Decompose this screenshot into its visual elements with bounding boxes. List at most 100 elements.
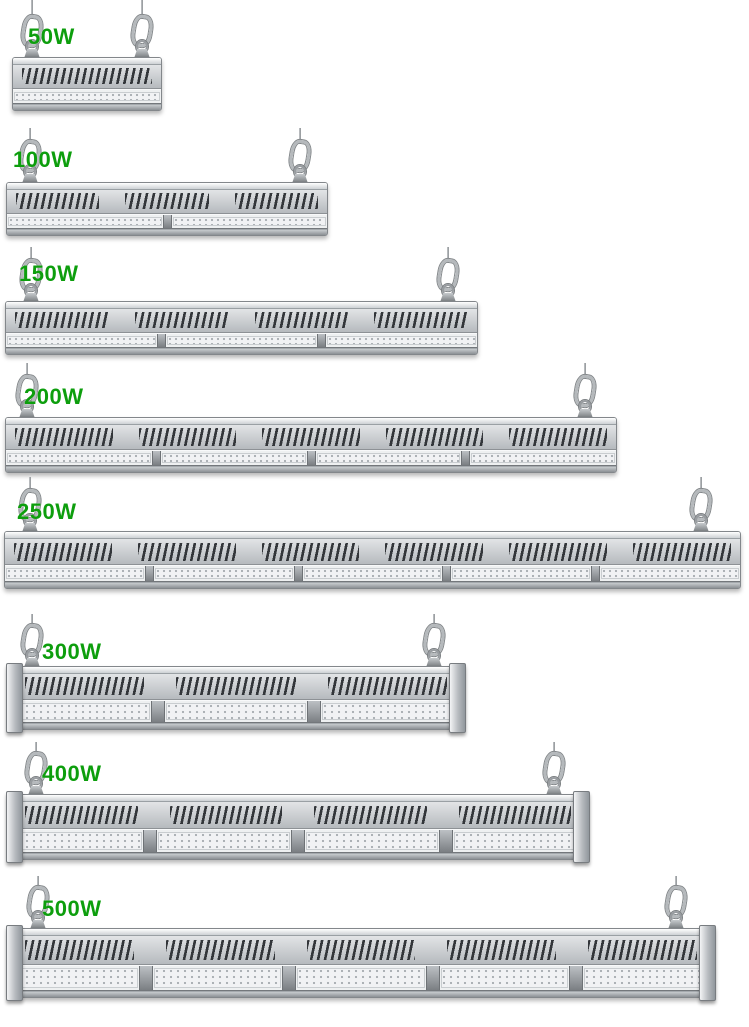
vent-grill — [16, 193, 100, 210]
led-panel — [172, 216, 326, 226]
vent-grill — [385, 428, 484, 446]
module-divider — [569, 965, 584, 990]
module-divider — [162, 214, 172, 228]
vent-grill — [125, 193, 209, 210]
endcap-left — [6, 791, 23, 863]
vent-grill — [15, 312, 109, 329]
led-panel — [306, 831, 438, 850]
vent-grill — [234, 193, 318, 210]
led-band — [9, 964, 713, 991]
vent-grill — [633, 542, 731, 561]
hanging-hook-right — [435, 247, 461, 301]
cable-icon — [35, 742, 37, 756]
module-divider — [439, 829, 453, 852]
module-divider — [291, 829, 305, 852]
vent-grill — [165, 939, 275, 960]
led-panel — [601, 568, 739, 579]
vent-grill — [262, 428, 360, 446]
mount-bracket — [22, 174, 38, 182]
vent-grill — [588, 939, 697, 960]
mount-bracket — [28, 786, 44, 794]
led-panel — [8, 216, 162, 226]
fixture-body — [6, 663, 466, 733]
vent-grill — [14, 542, 112, 561]
mount-bracket — [440, 293, 456, 301]
hanging-hook-right — [572, 363, 598, 417]
vent-band — [7, 190, 327, 214]
module-divider — [157, 333, 166, 347]
mount-bracket — [30, 920, 46, 928]
mount-bracket — [22, 523, 38, 531]
wattage-label: 400W — [42, 761, 102, 786]
wattage-label: 300W — [42, 639, 102, 664]
led-band — [13, 88, 161, 104]
vent-band — [5, 539, 740, 566]
led-panel — [10, 702, 150, 720]
vent-grill — [22, 68, 152, 85]
mount-bracket — [693, 523, 709, 531]
module-divider — [151, 700, 165, 722]
top-rail — [13, 58, 161, 65]
wattage-label: 100W — [13, 147, 73, 172]
vent-grill — [15, 428, 113, 446]
vent-grill — [25, 805, 138, 825]
cable-icon — [29, 477, 31, 493]
module-divider — [306, 450, 316, 465]
mount-bracket — [292, 174, 308, 182]
mount-bracket — [24, 658, 40, 666]
hanging-hook-right — [688, 477, 714, 531]
cable-icon — [433, 614, 435, 628]
led-band — [6, 332, 477, 348]
vent-grill — [314, 805, 427, 825]
endcap-left — [6, 663, 23, 733]
vent-grill — [261, 542, 360, 561]
vent-grill — [176, 677, 296, 696]
hanging-hook-right — [541, 742, 567, 794]
vent-grill — [134, 312, 229, 329]
bottom-rail — [5, 582, 740, 588]
bottom-rail — [7, 229, 327, 235]
top-rail — [5, 532, 740, 539]
cable-icon — [37, 876, 39, 890]
hanging-hook-left — [18, 247, 44, 301]
wattage-label: 500W — [42, 896, 102, 921]
cable-icon — [675, 876, 677, 890]
top-rail — [6, 418, 616, 425]
top-rail — [7, 183, 327, 190]
module-divider — [442, 566, 452, 581]
fixture-body — [6, 925, 716, 1001]
module-divider — [461, 450, 471, 465]
hanging-hook-left — [14, 363, 40, 417]
led-band — [9, 828, 587, 853]
vent-band — [6, 425, 616, 450]
cable-icon — [299, 128, 301, 144]
fixture-body — [5, 301, 478, 355]
mount-bracket — [546, 786, 562, 794]
vent-band — [9, 802, 587, 829]
hanging-hook-right — [287, 128, 313, 182]
hanging-hook-right — [663, 876, 689, 928]
led-panel — [303, 568, 442, 579]
vent-band — [13, 65, 161, 89]
fixture-150w — [5, 247, 478, 355]
led-panel — [14, 91, 160, 101]
hanging-hook-right — [129, 0, 155, 57]
vent-grill — [509, 542, 608, 561]
top-rail — [9, 929, 713, 936]
hanging-hook-left — [25, 876, 51, 928]
module-divider — [143, 829, 157, 852]
vent-band — [9, 936, 713, 965]
mount-bracket — [134, 49, 150, 57]
vent-grill — [25, 677, 145, 696]
bottom-rail — [6, 348, 477, 354]
fixture-body — [4, 531, 741, 589]
led-panel — [471, 452, 615, 463]
led-panel — [7, 335, 156, 345]
fixture-body — [6, 182, 328, 236]
fixture-500w — [6, 876, 716, 1001]
wattage-label: 200W — [24, 384, 84, 409]
led-panel — [316, 452, 461, 463]
led-panel — [584, 967, 712, 988]
led-panel — [454, 831, 586, 850]
